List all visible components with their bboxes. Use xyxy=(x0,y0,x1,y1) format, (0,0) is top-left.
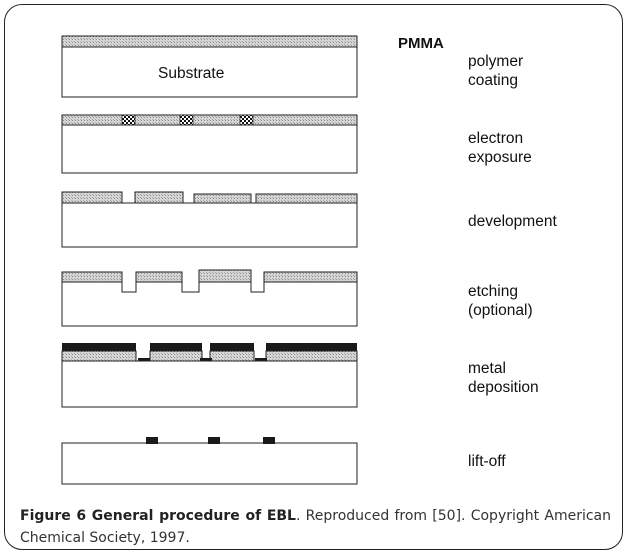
step-label-line: (optional) xyxy=(468,302,533,319)
step-label-line: electron xyxy=(468,130,523,147)
resist-segment xyxy=(255,193,358,204)
metal-layer xyxy=(210,343,254,351)
step-label: electron exposure xyxy=(468,130,532,166)
substrate xyxy=(61,202,358,248)
resist-segment xyxy=(135,271,183,283)
substrate xyxy=(61,442,358,485)
step-label-line: exposure xyxy=(468,149,532,166)
metal-feature xyxy=(208,437,220,444)
figure-caption: Figure 6 General procedure of EBL. Repro… xyxy=(20,505,611,549)
step-lift-off: lift-off xyxy=(61,437,506,485)
ebl-process-diagram: PMMA Substrate polymer coating electron … xyxy=(61,35,557,485)
step-etching: etching (optional) xyxy=(61,269,533,327)
resist-segment xyxy=(61,271,123,283)
step-label: lift-off xyxy=(468,453,506,470)
step-label-line: coating xyxy=(468,72,518,89)
step-label: development xyxy=(468,213,557,230)
substrate xyxy=(61,360,358,408)
step-polymer-coating: Substrate polymer coating xyxy=(61,35,527,98)
resist-segment xyxy=(193,193,252,204)
substrate xyxy=(61,46,358,98)
step-electron-exposure: electron exposure xyxy=(61,114,532,174)
step-label: etching (optional) xyxy=(468,283,533,319)
substrate-label: Substrate xyxy=(158,65,224,82)
step-label-line: deposition xyxy=(468,379,539,396)
resist-segment xyxy=(61,350,137,362)
step-label-line: etching xyxy=(468,283,518,300)
step-label-line: lift-off xyxy=(468,453,506,470)
metal-layer xyxy=(150,343,202,351)
metal-feature xyxy=(146,437,158,444)
step-label: polymer coating xyxy=(468,53,527,89)
step-label-line: polymer xyxy=(468,53,523,70)
pmma-label: PMMA xyxy=(398,35,444,52)
resist-segment xyxy=(198,269,252,283)
resist-segment xyxy=(149,350,203,362)
resist-segment xyxy=(209,350,255,362)
exposed-region xyxy=(121,114,136,126)
step-development: development xyxy=(61,191,557,248)
exposed-region xyxy=(239,114,254,126)
resist-segment xyxy=(263,271,358,283)
caption-title: Figure 6 General procedure of EBL xyxy=(20,508,296,524)
metal-feature xyxy=(263,437,275,444)
caption-text: . Reproduced from [50]. Copyright Americ… xyxy=(20,508,611,546)
metal-layer xyxy=(62,343,136,351)
resist-segment xyxy=(134,191,184,204)
metal-layer xyxy=(266,343,357,351)
exposed-region xyxy=(179,114,194,126)
step-label: metal deposition xyxy=(468,360,539,396)
substrate xyxy=(61,124,358,174)
resist-segment xyxy=(61,191,123,204)
step-label-line: metal xyxy=(468,360,506,377)
step-metal-deposition: metal deposition xyxy=(61,343,539,408)
resist-layer xyxy=(61,114,358,126)
etched-substrate xyxy=(61,281,358,327)
step-label-line: development xyxy=(468,213,557,230)
resist-segment xyxy=(265,350,358,362)
resist-layer xyxy=(61,35,358,48)
